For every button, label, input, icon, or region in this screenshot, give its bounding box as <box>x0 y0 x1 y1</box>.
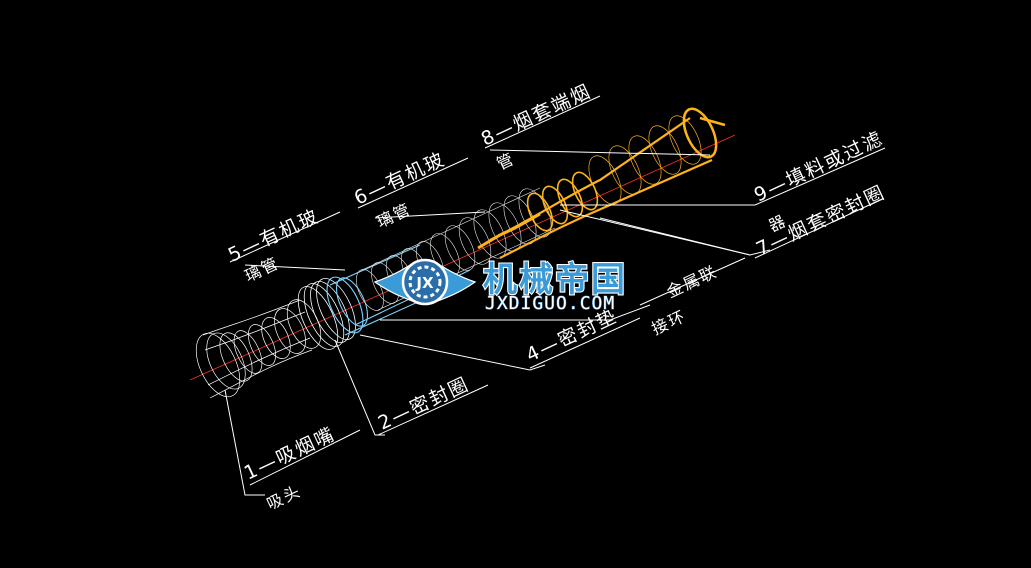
label-6: 6—有机玻 <box>351 148 449 209</box>
label-6-line2: 璃管 <box>374 199 415 231</box>
leader-lines <box>224 149 771 496</box>
label-underlines <box>229 95 886 486</box>
watermark-text-en: JXDIGUO.COM <box>485 293 615 314</box>
label-3-line1: 金属联 <box>664 262 721 302</box>
mouthpiece-wireframe <box>195 299 322 399</box>
label-1: 1—吸烟嘴 <box>241 423 339 484</box>
watermark-logo-letters: JX <box>415 274 434 292</box>
label-4: 4—密封垫 <box>523 305 621 366</box>
label-2: 2—密封圈 <box>375 373 473 434</box>
center-axis <box>189 134 736 381</box>
seal-ring <box>297 278 356 350</box>
label-8: 8—烟套端烟 <box>478 80 595 150</box>
watermark-text-cn: 机械帝国 <box>483 260 627 300</box>
watermark: JX 机械帝国 JXDIGUO.COM <box>373 258 627 315</box>
watermark-logo-icon: JX <box>373 258 477 306</box>
label-1-line2: 吸头 <box>264 481 305 513</box>
smoke-tube-orange <box>477 107 726 259</box>
label-8-line2: 管 <box>494 149 518 174</box>
label-3-line2: 接环 <box>649 306 690 338</box>
